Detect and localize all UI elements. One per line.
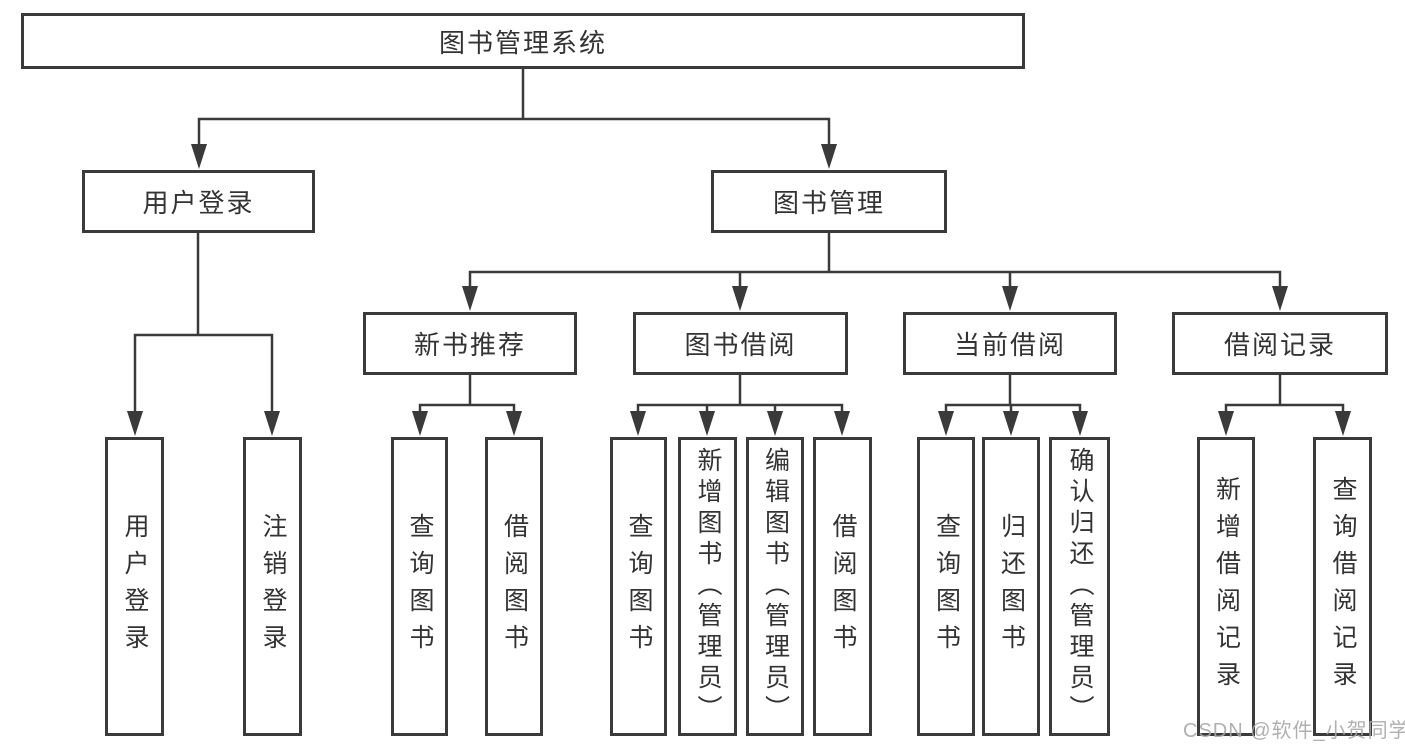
leaf-borrow-books-recommend: 借阅图书 bbox=[485, 437, 543, 736]
arrow-down-icon bbox=[506, 411, 522, 436]
leaf-borrow-books-borrowing-label: 借阅图书 bbox=[829, 512, 857, 661]
leaf-query-books-current: 查询图书 bbox=[917, 437, 975, 736]
leaf-borrow-books-borrowing: 借阅图书 bbox=[813, 437, 872, 736]
leaf-add-book-admin-label: 新增图书（管理员） bbox=[694, 447, 722, 726]
connector-root-split bbox=[191, 69, 837, 169]
node-book-borrowing: 图书借阅 bbox=[633, 312, 848, 375]
node-book-borrowing-label: 图书借阅 bbox=[684, 330, 797, 360]
leaf-logout-label: 注销登录 bbox=[259, 512, 287, 661]
connector-book-management-split bbox=[462, 233, 1288, 311]
node-current-borrowing: 当前借阅 bbox=[903, 312, 1117, 375]
leaf-edit-book-admin-label: 编辑图书（管理员） bbox=[761, 447, 790, 726]
leaf-logout: 注销登录 bbox=[243, 437, 302, 736]
connector-user-login-split bbox=[127, 233, 280, 436]
node-new-book-recommendation-label: 新书推荐 bbox=[413, 330, 526, 360]
leaf-confirm-return-admin: 确认归还（管理员） bbox=[1049, 437, 1110, 736]
leaf-add-book-admin: 新增图书（管理员） bbox=[678, 437, 737, 736]
leaf-query-books-current-label: 查询图书 bbox=[932, 512, 961, 661]
csdn-watermark: CSDN @软件_小贺同学 bbox=[1183, 720, 1405, 742]
arrow-down-icon bbox=[821, 144, 837, 169]
arrow-down-icon bbox=[938, 411, 954, 436]
arrow-down-icon bbox=[1335, 411, 1351, 436]
node-new-book-recommendation: 新书推荐 bbox=[363, 312, 577, 375]
connector-new-book-split bbox=[412, 375, 522, 436]
leaf-query-books-recommend: 查询图书 bbox=[391, 437, 448, 736]
arrow-down-icon bbox=[191, 144, 207, 169]
connector-current-borrowing-split bbox=[938, 375, 1088, 436]
arrow-down-icon bbox=[412, 411, 428, 436]
connector-book-borrowing-split bbox=[630, 375, 850, 436]
arrow-down-icon bbox=[699, 411, 715, 436]
node-borrowing-records-label: 借阅记录 bbox=[1223, 330, 1336, 360]
leaf-return-books-label: 归还图书 bbox=[997, 512, 1026, 661]
leaf-user-login: 用户登录 bbox=[105, 437, 164, 736]
arrow-down-icon bbox=[1002, 286, 1018, 311]
leaf-user-login-label: 用户登录 bbox=[121, 512, 149, 661]
leaf-query-books-borrowing: 查询图书 bbox=[610, 437, 667, 736]
arrow-down-icon bbox=[834, 411, 850, 436]
leaf-query-books-borrowing-label: 查询图书 bbox=[625, 512, 653, 661]
node-current-borrowing-label: 当前借阅 bbox=[953, 330, 1066, 360]
arrow-down-icon bbox=[1272, 286, 1288, 311]
arrow-down-icon bbox=[767, 411, 783, 436]
connector-borrowing-records-split bbox=[1218, 375, 1351, 436]
leaf-add-borrow-record-label: 新增借阅记录 bbox=[1212, 475, 1241, 698]
leaf-query-books-recommend-label: 查询图书 bbox=[406, 512, 434, 661]
node-user-login-label: 用户登录 bbox=[142, 188, 255, 218]
node-borrowing-records: 借阅记录 bbox=[1172, 312, 1388, 375]
node-book-management: 图书管理 bbox=[711, 170, 947, 233]
arrow-down-icon bbox=[1072, 411, 1088, 436]
arrow-down-icon bbox=[1003, 411, 1019, 436]
arrow-down-icon bbox=[630, 411, 646, 436]
leaf-add-borrow-record: 新增借阅记录 bbox=[1197, 437, 1255, 736]
arrow-down-icon bbox=[127, 411, 143, 436]
arrow-down-icon bbox=[732, 286, 748, 311]
leaf-return-books: 归还图书 bbox=[982, 437, 1040, 736]
leaf-query-borrow-record: 查询借阅记录 bbox=[1313, 437, 1372, 736]
arrow-down-icon bbox=[264, 411, 280, 436]
node-user-login: 用户登录 bbox=[82, 170, 315, 233]
node-library-system: 图书管理系统 bbox=[21, 13, 1025, 69]
arrow-down-icon bbox=[462, 286, 478, 311]
leaf-query-borrow-record-label: 查询借阅记录 bbox=[1329, 475, 1357, 698]
leaf-edit-book-admin: 编辑图书（管理员） bbox=[746, 437, 804, 736]
leaf-borrow-books-recommend-label: 借阅图书 bbox=[500, 512, 529, 661]
arrow-down-icon bbox=[1218, 411, 1234, 436]
node-book-management-label: 图书管理 bbox=[772, 188, 885, 218]
leaf-confirm-return-admin-label: 确认归还（管理员） bbox=[1066, 447, 1094, 726]
node-library-system-label: 图书管理系统 bbox=[438, 27, 607, 58]
